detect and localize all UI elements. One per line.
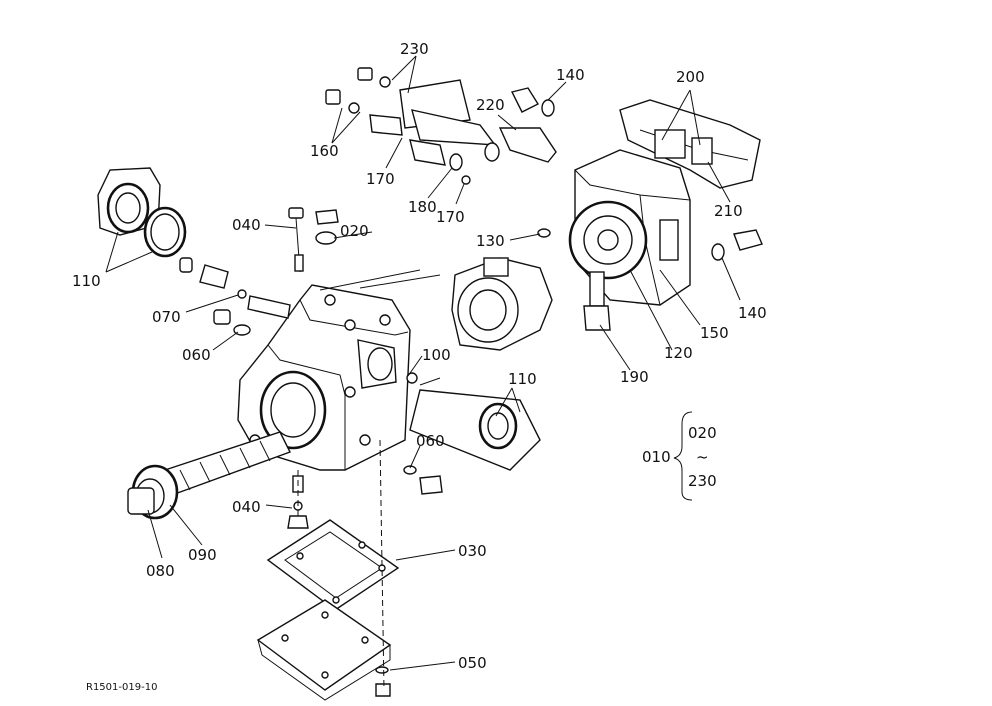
part-labels: 230 160 170 180 170 140 220 200 210 140 … — [72, 40, 767, 672]
label-220: 220 — [476, 96, 505, 114]
gasket-030 — [266, 519, 400, 611]
bolt-050 — [375, 666, 391, 697]
label-130: 130 — [476, 232, 505, 250]
plug-140-right — [711, 229, 763, 261]
main-housing — [237, 269, 441, 471]
assembly-first: 020 — [688, 424, 717, 442]
label-020: 020 — [340, 222, 369, 240]
assembly-parent: 010 — [642, 448, 671, 466]
label-170-b: 170 — [436, 208, 465, 226]
rear-housing — [568, 149, 691, 306]
plug-060-right — [403, 465, 443, 495]
swash-yoke — [451, 257, 553, 351]
plug-060-left — [213, 309, 251, 336]
center-lines — [297, 439, 385, 691]
label-040-a: 040 — [232, 216, 261, 234]
label-190: 190 — [620, 368, 649, 386]
assembly-last: 230 — [688, 472, 717, 490]
label-140-a: 140 — [556, 66, 585, 84]
label-110-b: 110 — [508, 370, 537, 388]
label-160: 160 — [310, 142, 339, 160]
label-230: 230 — [400, 40, 429, 58]
assembly-note: 010 020 ~ 230 — [642, 411, 717, 501]
leader-lines — [105, 55, 741, 671]
cover-plate — [256, 599, 392, 701]
label-050: 050 — [458, 654, 487, 672]
label-060-b: 060 — [416, 432, 445, 450]
valve-220 — [498, 87, 557, 163]
oring-130 — [537, 228, 551, 238]
servo-cylinder — [406, 372, 541, 471]
label-210: 210 — [714, 202, 743, 220]
spool-left — [179, 257, 291, 319]
label-150: 150 — [700, 324, 729, 342]
assembly-tilde: ~ — [696, 448, 709, 466]
label-060-a: 060 — [182, 346, 211, 364]
plug-190 — [583, 271, 611, 331]
label-080: 080 — [146, 562, 175, 580]
label-180: 180 — [408, 198, 437, 216]
label-200: 200 — [676, 68, 705, 86]
drive-shaft — [127, 431, 291, 520]
label-170-a: 170 — [366, 170, 395, 188]
control-valve — [619, 99, 761, 189]
label-090: 090 — [188, 546, 217, 564]
left-cover — [97, 167, 187, 258]
label-120: 120 — [664, 344, 693, 362]
label-040-b: 040 — [232, 498, 261, 516]
valve-group-top — [325, 67, 500, 185]
label-100: 100 — [422, 346, 451, 364]
label-140-b: 140 — [738, 304, 767, 322]
drawing-code: R1501-019-10 — [86, 682, 157, 693]
label-110-a: 110 — [72, 272, 101, 290]
label-030: 030 — [458, 542, 487, 560]
label-070: 070 — [152, 308, 181, 326]
top-plugs — [288, 207, 339, 273]
